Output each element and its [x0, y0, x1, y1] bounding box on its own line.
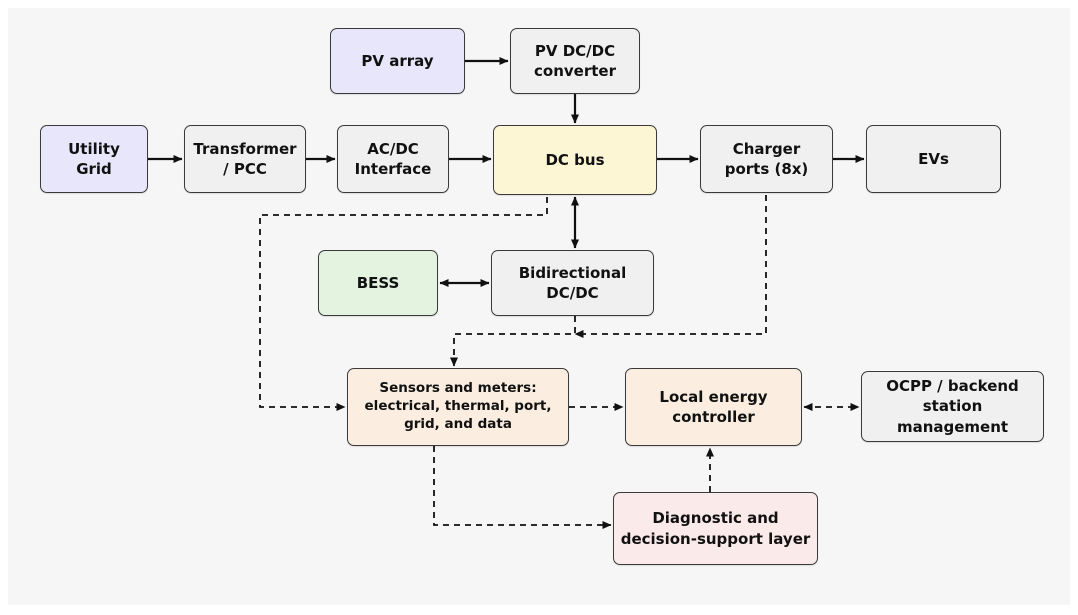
- dc-bus-node: DC bus: [493, 125, 657, 195]
- sensors-and-meters-node: Sensors and meters: electrical, thermal,…: [347, 368, 569, 446]
- acdc-interface-node: AC/DC Interface: [337, 125, 449, 193]
- bidirectional-dcdc-node: Bidirectional DC/DC: [491, 250, 654, 316]
- pv-dcdc-converter-node: PV DC/DC converter: [510, 28, 640, 94]
- connector-sensors-meters-to-diagnostic-layer: [433, 446, 612, 529]
- ocpp-backend-node: OCPP / backend station management: [861, 371, 1044, 442]
- pv-array-node: PV array: [330, 28, 465, 94]
- diagnostic-layer-node: Diagnostic and decision-support layer: [613, 492, 818, 565]
- bess-node: BESS: [318, 250, 438, 316]
- connector-dc-bus-to-sensors-meters: [259, 197, 548, 411]
- diagram-canvas: PV array PV DC/DC converter Utility Grid…: [8, 8, 1070, 605]
- transformer-pcc-node: Transformer / PCC: [184, 125, 306, 193]
- diagram-connectors: [148, 57, 865, 529]
- charger-ports-node: Charger ports (8x): [700, 125, 833, 193]
- evs-node: EVs: [866, 125, 1001, 193]
- connector-charger-ports-to-sensors-meters: [574, 195, 767, 338]
- local-energy-controller-node: Local energy controller: [625, 368, 802, 446]
- connector-bidirectional-dcdc-to-sensors-meters: [450, 316, 576, 367]
- utility-grid-node: Utility Grid: [40, 125, 148, 193]
